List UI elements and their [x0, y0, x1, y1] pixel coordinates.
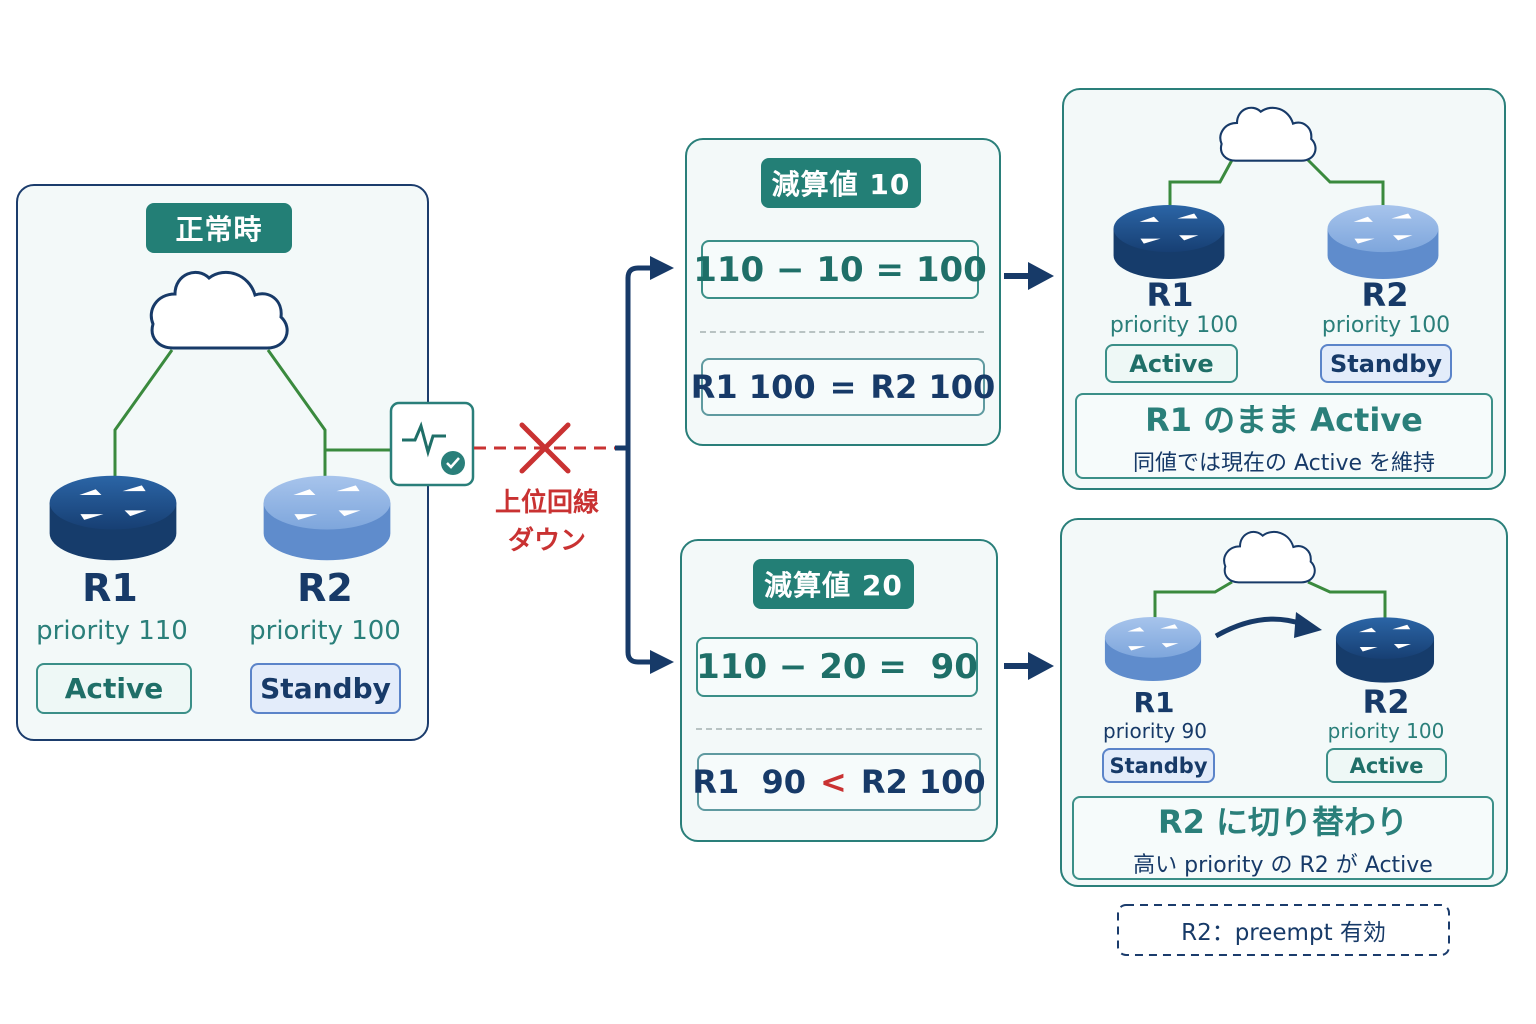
result20-r2-name: R2	[1362, 683, 1410, 721]
case20-compare: R1 90 < R2 100	[692, 753, 986, 811]
r2-priority: priority 100	[249, 616, 401, 646]
router-icon	[1327, 205, 1439, 279]
result10-r1-badge: Active	[1105, 344, 1238, 383]
branch-arrows	[615, 265, 660, 665]
result20-r1-priority: priority 90	[1103, 719, 1207, 743]
case10-compare: R1 100 = R2 100	[691, 358, 995, 416]
fail-x-icon	[519, 422, 571, 474]
result20-r2-badge: Active	[1326, 748, 1447, 783]
case10-divider	[700, 331, 984, 333]
result20-links	[1153, 580, 1387, 620]
case20-tag: 減算値 20	[753, 559, 914, 609]
router-icon	[263, 475, 391, 561]
cloud-icon	[149, 270, 289, 350]
arrow-head-icon	[1294, 612, 1322, 638]
case20-divider	[696, 728, 982, 730]
result10-r1-priority: priority 100	[1109, 313, 1239, 338]
result10-subtitle: 同値では現在の Active を維持	[1132, 451, 1436, 476]
router-icon	[1113, 205, 1225, 279]
track-monitor-icon	[389, 401, 475, 487]
case20-compare-right: R2 100	[860, 763, 986, 801]
r2-name: R2	[297, 566, 353, 610]
r1-priority: priority 110	[36, 616, 188, 646]
result10-links	[1168, 158, 1385, 210]
r1-state-badge: Active	[36, 663, 192, 714]
case20-calc: 110 − 20 = 90	[696, 637, 978, 697]
result10-title: R1 のまま Active	[1145, 401, 1423, 439]
case10-calc: 110 − 10 = 100	[693, 240, 987, 299]
result10-summary: R1 のまま Active 同値では現在の Active を維持	[1075, 393, 1493, 479]
arrow-head-icon	[650, 650, 674, 674]
case20-compare-op: <	[820, 763, 847, 801]
case10-compare-right: R2 100	[870, 368, 996, 406]
case10-tag: 減算値 10	[761, 158, 921, 208]
result20-r1-badge: Standby	[1102, 748, 1215, 783]
preempt-note: R2：preempt 有効	[1181, 920, 1386, 946]
result20-title: R2 に切り替わり	[1157, 803, 1409, 841]
r2-state-badge: Standby	[250, 663, 401, 714]
r1-name: R1	[82, 566, 138, 610]
arrow-right-icon	[1028, 262, 1054, 290]
switchover-arrow-icon	[1214, 616, 1303, 639]
case10-compare-op: =	[829, 368, 857, 406]
arrow-right-icon	[1028, 652, 1054, 680]
result10-r2-priority: priority 100	[1321, 313, 1451, 338]
normal-tag: 正常時	[146, 203, 292, 253]
result20-r1-name: R1	[1133, 686, 1175, 719]
result10-r2-badge: Standby	[1320, 344, 1452, 383]
failure-label-line2: ダウン	[507, 526, 586, 556]
result10-r1-name: R1	[1146, 276, 1194, 314]
result10-r2-name: R2	[1361, 276, 1409, 314]
preempt-note-border	[1117, 904, 1450, 956]
result20-subtitle: 高い priority の R2 が Active	[1133, 853, 1433, 878]
router-icon	[1104, 616, 1202, 682]
router-icon	[1335, 617, 1435, 683]
failure-label-line1: 上位回線	[494, 488, 599, 518]
case20-compare-left: R1 90	[692, 763, 807, 801]
cloud-icon	[1223, 530, 1316, 584]
normal-links	[113, 349, 392, 480]
case10-compare-left: R1 100	[690, 368, 816, 406]
cloud-icon	[1219, 106, 1317, 162]
arrow-head-icon	[650, 256, 674, 280]
router-icon	[49, 475, 177, 561]
result20-summary: R2 に切り替わり 高い priority の R2 が Active	[1072, 796, 1494, 880]
result20-r2-priority: priority 100	[1327, 719, 1445, 743]
